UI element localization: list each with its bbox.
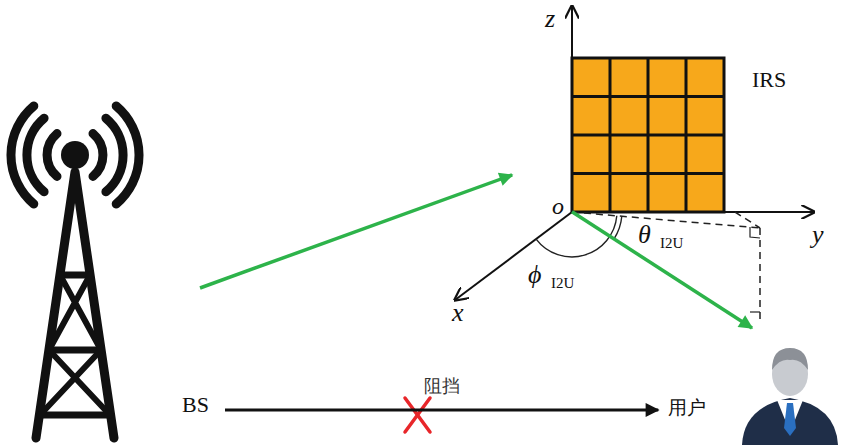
node-label: BS (182, 394, 209, 416)
tower-icon (11, 106, 139, 438)
axis-label: x (452, 300, 464, 326)
signal-arrow (225, 408, 658, 411)
user-icon (742, 348, 838, 445)
irs-panel: IRS (508, 55, 800, 215)
user-terminal: 用户 (660, 326, 840, 441)
node-label: IRS (752, 69, 786, 91)
node-label: 用户 (668, 398, 706, 417)
base-station: BS (0, 90, 225, 420)
signal-arrow (572, 212, 752, 328)
angle-subscript: I2U (660, 236, 683, 251)
irs-grid (572, 58, 724, 212)
angle-symbol: θ (638, 222, 651, 248)
origin-label: o (552, 194, 564, 218)
angle-symbol: ϕ (528, 262, 541, 288)
right-angle-marks (750, 227, 760, 312)
edge-label: 阻挡 (421, 376, 463, 396)
blocked-cross (405, 398, 430, 432)
angle-subscript: I2U (551, 276, 574, 291)
axis-label: y (812, 222, 824, 248)
signal-arrow (200, 175, 512, 288)
axis-label: z (545, 6, 555, 32)
